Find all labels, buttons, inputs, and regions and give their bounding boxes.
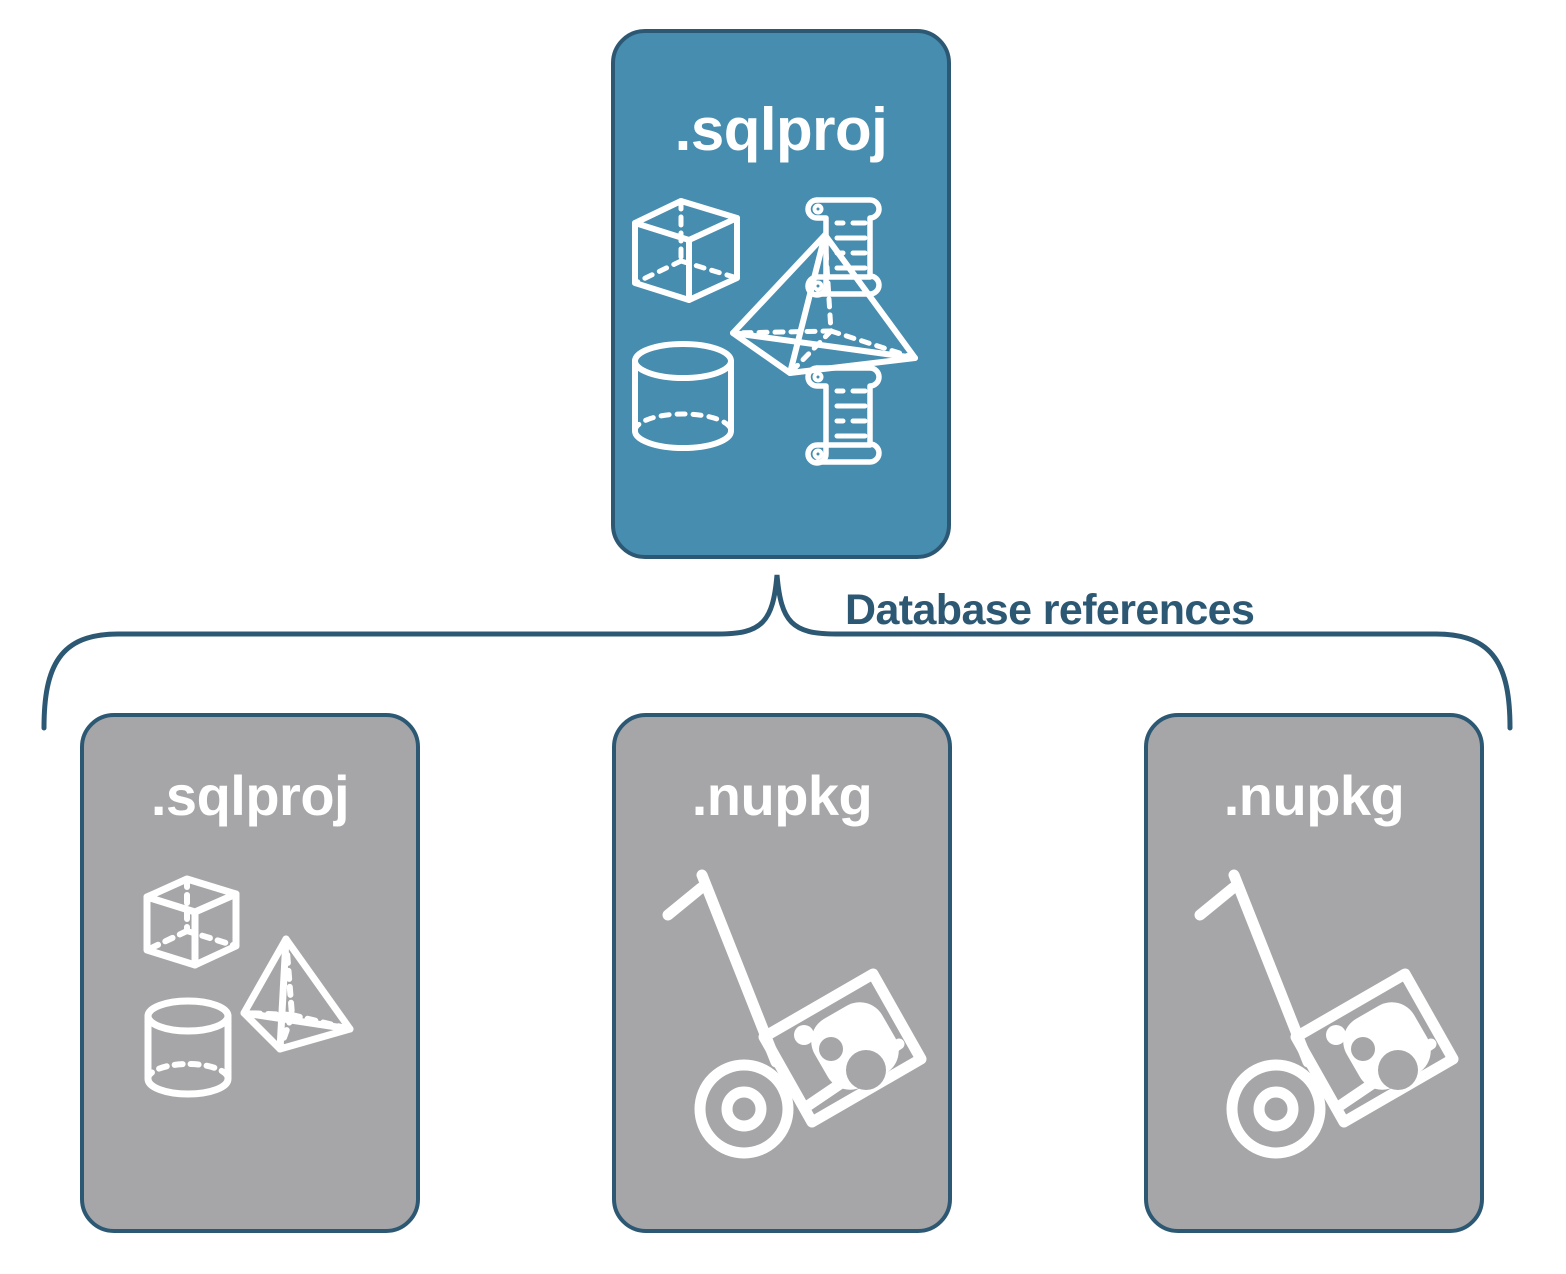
pyramid-hidden-edges [730,232,918,376]
cylinder-hidden-edge [632,411,734,434]
root-card-artwork [632,197,918,466]
package-box-logo-cutouts [1351,1037,1418,1090]
cube-hidden-edges [144,876,239,953]
pyramid-icon [240,935,354,1053]
hand-truck-icon [662,869,905,1159]
sqlproj-reference-artwork [143,875,354,1098]
package-box-logo-cutouts [819,1037,886,1090]
reference-card-nupkg-1[interactable]: .nupkg [612,713,952,1233]
cube-hidden-edges [632,198,740,286]
reference-card-label: .nupkg [691,764,873,827]
cylinder-hidden-edge [145,1061,231,1082]
reference-card-nupkg-2[interactable]: .nupkg [1144,713,1484,1233]
cylinder-icon [144,997,232,1098]
reference-card-label: .nupkg [1223,764,1405,827]
scroll-icon-lines [834,388,868,439]
root-sqlproj-card[interactable]: .sqlproj [611,29,951,559]
package-box-icon [1290,968,1459,1128]
pyramid-hidden-edges [241,936,353,1052]
cube-icon [143,875,240,969]
cylinder-icon [632,341,734,451]
nupkg-reference-artwork [1194,869,1459,1159]
brace-label: Database references [845,586,1255,634]
scroll-icon [805,197,882,298]
scroll-icon [805,365,882,466]
pyramid-icon [730,232,918,376]
nupkg-reference-artwork [662,869,927,1159]
cube-icon [632,198,740,303]
reference-card-label: .sqlproj [150,764,350,827]
database-references-brace [41,574,1513,731]
package-box-icon [758,968,927,1128]
root-card-label: .sqlproj [674,96,888,163]
reference-card-sqlproj[interactable]: .sqlproj [80,713,420,1233]
